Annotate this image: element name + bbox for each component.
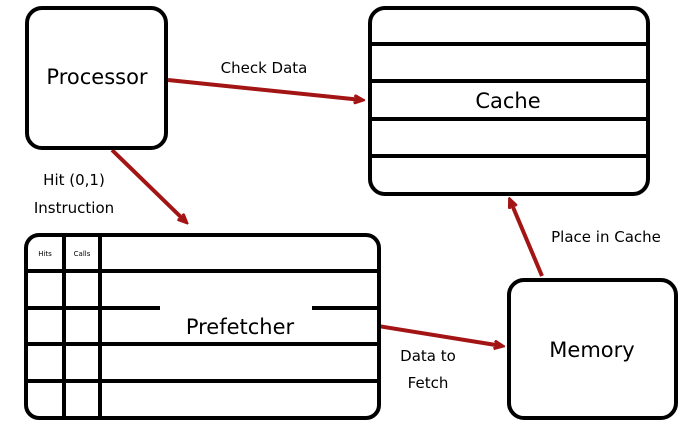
cache-node: Cache xyxy=(368,6,650,196)
arrows xyxy=(110,78,544,346)
arrow-memory-to-cache xyxy=(510,200,544,277)
processor-node: Processor xyxy=(25,6,168,150)
prefetcher-box xyxy=(24,233,381,420)
processor-label: Processor xyxy=(46,65,148,89)
memory-node: Memory xyxy=(507,278,678,420)
prefetcher-label: Prefetcher xyxy=(186,315,295,339)
prefetcher-node: Hits Calls Prefetcher xyxy=(24,233,381,420)
arrow-prefetcher-to-memory xyxy=(377,324,502,346)
cache-box xyxy=(368,6,650,196)
arrow-processor-to-cache xyxy=(167,78,362,100)
edge-label-data-to-fetch-line1: Data to xyxy=(400,347,456,365)
edge-label-hit-line2: Instruction xyxy=(34,199,114,217)
cache-label: Cache xyxy=(475,89,540,113)
cache-rows xyxy=(370,42,648,158)
prefetcher-col-calls: Calls xyxy=(74,250,91,258)
prefetcher-col-hits: Hits xyxy=(38,250,52,258)
edge-label-hit-line1: Hit (0,1) xyxy=(43,171,105,189)
memory-box xyxy=(507,278,678,420)
edge-label-check-data: Check Data xyxy=(221,59,308,77)
processor-box xyxy=(25,6,168,150)
memory-label: Memory xyxy=(549,338,634,362)
edge-label-data-to-fetch-line2: Fetch xyxy=(408,374,449,392)
edge-label-place-in-cache: Place in Cache xyxy=(551,228,661,246)
prefetcher-grid xyxy=(26,235,379,418)
arrow-processor-to-prefetcher xyxy=(110,148,186,222)
